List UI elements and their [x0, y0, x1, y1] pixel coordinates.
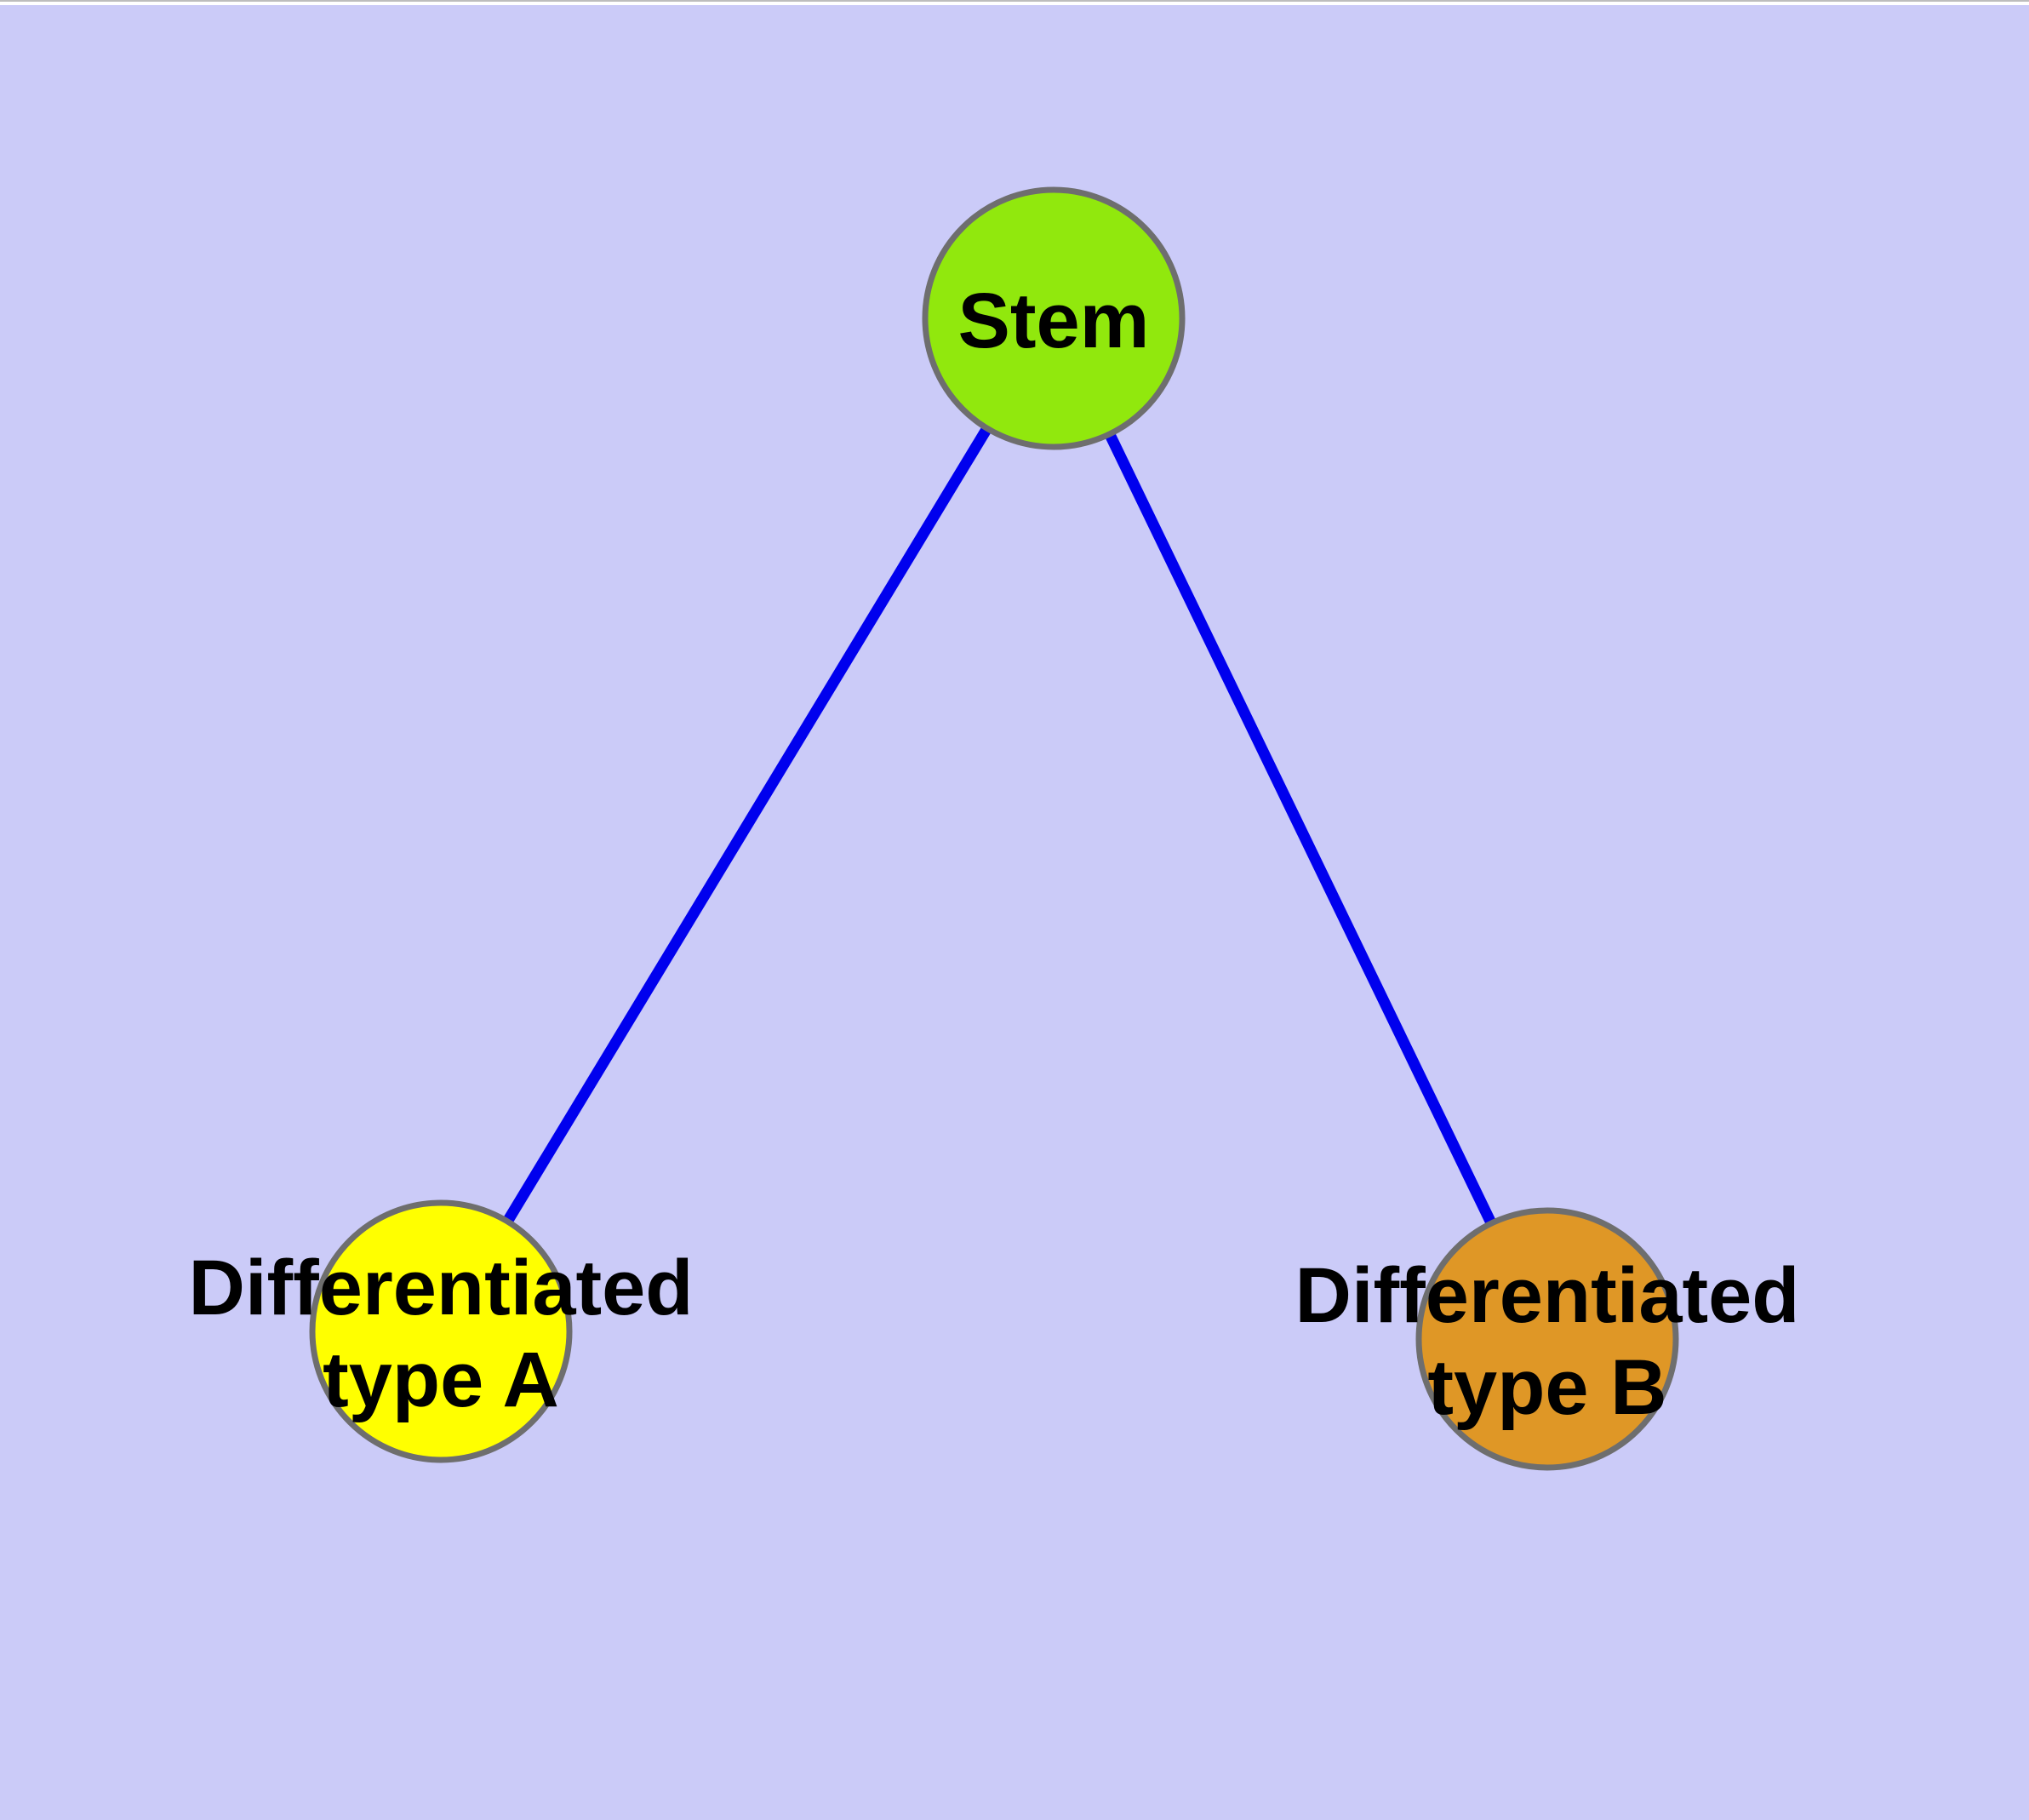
- node-type-b-circle: [1415, 1207, 1679, 1471]
- node-stem-label: Stem: [958, 278, 1150, 364]
- node-type-a-label-line-1: Differentiated: [189, 1245, 694, 1331]
- top-strip: [0, 2, 2029, 5]
- node-type-b-label-line-1: Differentiated: [1295, 1252, 1800, 1339]
- node-stem-circle: [922, 186, 1186, 450]
- edge-stem-to-type-b: [1049, 316, 1552, 1342]
- node-type-a-circle: [309, 1199, 573, 1463]
- node-type-b-label-line-2: type B: [1427, 1344, 1666, 1431]
- edge-stem-to-type-a: [436, 315, 1059, 1335]
- top-strip-line: [0, 0, 2029, 2]
- node-type-a-label-line-2: type A: [323, 1336, 559, 1423]
- node-labels: Stem Differentiated type A Differentiate…: [189, 278, 1800, 1431]
